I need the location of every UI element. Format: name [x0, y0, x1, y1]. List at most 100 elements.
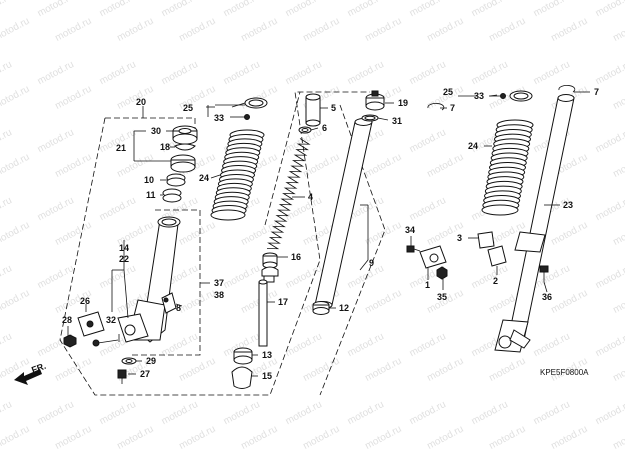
callout-9[interactable]: 9 [369, 258, 374, 268]
part-13-oil-lock-piece[interactable] [233, 347, 253, 365]
watermark-text: motod.ru [98, 195, 138, 223]
callout-20[interactable]: 20 [136, 97, 146, 107]
part-34-bolt[interactable] [406, 245, 421, 253]
callout-35[interactable]: 35 [437, 292, 447, 302]
part-35-nut[interactable] [436, 266, 448, 280]
part-28-nut[interactable] [63, 334, 77, 348]
callout-17[interactable]: 17 [278, 297, 288, 307]
callout-24-right[interactable]: 24 [468, 141, 478, 151]
watermark-text: motod.ru [177, 16, 217, 44]
part-33-screw-right[interactable] [489, 93, 506, 99]
part-29-washer[interactable] [121, 357, 137, 365]
callout-4[interactable]: 4 [308, 192, 313, 202]
part-25-boot-band-left[interactable] [244, 97, 268, 109]
watermark-text: motod.ru [301, 356, 341, 384]
part-17-fork-piston[interactable] [258, 266, 279, 347]
part-5-spacer[interactable] [305, 93, 321, 127]
callout-15[interactable]: 15 [262, 371, 272, 381]
callout-6[interactable]: 6 [322, 123, 327, 133]
callout-30[interactable]: 30 [151, 126, 161, 136]
callout-34[interactable]: 34 [405, 225, 415, 235]
callout-18[interactable]: 18 [160, 142, 170, 152]
watermark-text: motod.ru [36, 399, 76, 427]
watermark-text: motod.ru [532, 399, 572, 427]
part-8-hose-guide[interactable] [161, 292, 177, 314]
part-11-bushing[interactable] [162, 188, 182, 203]
part-24-fork-boot-right[interactable] [481, 119, 534, 216]
callout-29[interactable]: 29 [146, 356, 156, 366]
callout-27[interactable]: 27 [140, 369, 150, 379]
callout-3[interactable]: 3 [457, 233, 462, 243]
callout-25-left[interactable]: 25 [183, 103, 193, 113]
callout-11[interactable]: 11 [146, 190, 156, 200]
part-7-circlip-right[interactable] [558, 85, 576, 93]
part-10-backup-ring[interactable] [166, 173, 186, 187]
part-37-38-outer-tube[interactable] [117, 216, 181, 343]
fork-spring-box [264, 91, 386, 396]
part-25-boot-band-right[interactable] [509, 90, 533, 102]
callout-31[interactable]: 31 [392, 116, 402, 126]
callout-1[interactable]: 1 [425, 280, 430, 290]
part-4-fork-spring[interactable] [266, 138, 311, 250]
watermark-text: motod.ru [611, 84, 625, 112]
watermark-text: motod.ru [0, 84, 31, 112]
watermark-text: motod.ru [346, 263, 386, 291]
callout-24-left[interactable]: 24 [199, 173, 209, 183]
callout-36[interactable]: 36 [542, 292, 552, 302]
part-32-bolt[interactable] [92, 339, 119, 347]
callout-25-right[interactable]: 25 [443, 87, 453, 97]
part-1-hose-clamp[interactable] [419, 245, 447, 269]
callout-22[interactable]: 22 [119, 254, 129, 264]
callout-37[interactable]: 37 [214, 278, 224, 288]
part-31-o-ring[interactable] [361, 114, 379, 122]
callout-38[interactable]: 38 [214, 290, 224, 300]
part-16-rebound-spring[interactable] [262, 252, 278, 269]
part-dust-seal[interactable] [170, 154, 196, 173]
callout-28[interactable]: 28 [62, 315, 72, 325]
watermark-text: motod.ru [363, 16, 403, 44]
callout-8[interactable]: 8 [176, 303, 181, 313]
part-3-bracket[interactable] [477, 231, 495, 249]
part-23-outer-tube-right[interactable] [494, 94, 575, 353]
callout-33-left[interactable]: 33 [214, 113, 224, 123]
part-19-fork-bolt[interactable] [365, 90, 385, 111]
part-27-drain-bolt[interactable] [117, 369, 127, 384]
callout-33-right[interactable]: 33 [474, 91, 484, 101]
callout-2[interactable]: 2 [493, 276, 498, 286]
callout-21[interactable]: 21 [116, 143, 126, 153]
part-30-oil-seal[interactable] [172, 125, 198, 145]
part-2-bracket[interactable] [487, 245, 507, 267]
callout-16[interactable]: 16 [291, 252, 301, 262]
callout-7-left[interactable]: 7 [450, 103, 455, 113]
part-15-bottom-cap[interactable] [231, 366, 253, 389]
callout-5[interactable]: 5 [331, 103, 336, 113]
watermark-text: motod.ru [36, 263, 76, 291]
callout-32[interactable]: 32 [106, 315, 116, 325]
callout-23[interactable]: 23 [563, 200, 573, 210]
part-12-slider-bushing[interactable] [312, 301, 330, 315]
part-33-screw-left[interactable] [232, 114, 250, 120]
callout-13[interactable]: 13 [262, 350, 272, 360]
callout-19[interactable]: 19 [398, 98, 408, 108]
watermark-text: motod.ru [549, 288, 589, 316]
watermark-text: motod.ru [408, 399, 448, 427]
part-24-fork-boot-left[interactable] [210, 129, 265, 221]
watermark-text: motod.ru [408, 195, 448, 223]
callout-10[interactable]: 10 [144, 175, 154, 185]
callout-26[interactable]: 26 [80, 296, 90, 306]
watermark-text: motod.ru [611, 288, 625, 316]
watermark-text: motod.ru [0, 195, 14, 223]
watermark-text: motod.ru [363, 288, 403, 316]
watermark-text: motod.ru [53, 152, 93, 180]
callout-14[interactable]: 14 [119, 243, 129, 253]
part-26-axle-holder[interactable] [77, 311, 105, 337]
callout-7-right[interactable]: 7 [594, 87, 599, 97]
watermark-text: motod.ru [532, 0, 572, 19]
part-36-bolt[interactable] [539, 265, 549, 282]
watermark-text: motod.ru [222, 263, 262, 291]
callout-12[interactable]: 12 [339, 303, 349, 313]
watermark-text: motod.ru [160, 59, 200, 87]
part-6-spring-seat[interactable] [298, 126, 312, 134]
watermark-text: motod.ru [301, 16, 341, 44]
part-18-clip[interactable] [174, 143, 196, 151]
